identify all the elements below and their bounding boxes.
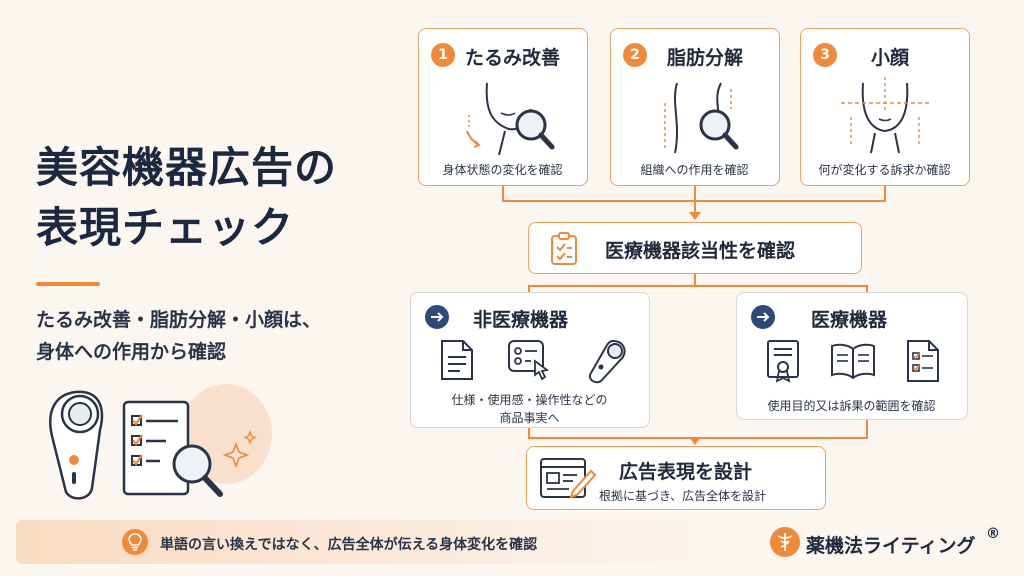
arrow-right-icon (751, 305, 775, 329)
step-number-badge: 3 (813, 43, 837, 67)
step-title: 小顔 (871, 47, 910, 69)
arrow-down-icon (689, 212, 701, 220)
non-medical-title: 非医療機器 (473, 309, 569, 331)
step-card-small-face: 3 小顔 何が変化する訴求か確認 (800, 28, 970, 186)
step-card-fat-breakdown: 2 脂肪分解 組織への作用を確認 (610, 28, 780, 186)
medical-caption: 使用目的又は訴果の範囲を確認 (767, 399, 936, 413)
connector (528, 428, 530, 438)
handheld-device-icon (579, 337, 629, 385)
design-title: 広告表現を設計 (619, 461, 753, 483)
step-title: 脂肪分解 (667, 47, 744, 69)
caduceus-logo-icon (770, 527, 800, 557)
connector (866, 285, 868, 293)
title-line-2: 表現チェック (36, 203, 295, 252)
connector (694, 186, 696, 202)
checklist-document-icon (905, 339, 941, 383)
non-medical-caption-2: 商品事実へ (499, 411, 560, 425)
face-jawline-icon (457, 79, 557, 155)
connector (694, 274, 696, 286)
step-card-sagging: 1 たるみ改善 身体状態の変化を確認 (418, 28, 588, 186)
arrow-down-icon (689, 437, 701, 445)
check-title: 医療機器該当性を確認 (605, 240, 796, 262)
connector (502, 186, 504, 202)
certificate-icon (765, 339, 801, 383)
connector (866, 420, 868, 438)
registered-mark: ® (986, 526, 1000, 542)
browser-pencil-icon (539, 457, 597, 501)
arrow-right-icon (425, 305, 449, 329)
step-caption: 組織への作用を確認 (640, 163, 749, 177)
connector (528, 285, 530, 293)
step-number-badge: 2 (623, 43, 647, 67)
step-title: たるみ改善 (465, 47, 561, 69)
step-caption: 何が変化する訴求か確認 (818, 163, 951, 177)
medical-device-check-card: 医療機器該当性を確認 (528, 222, 862, 274)
ad-design-card: 広告表現を設計 根拠に基づき、広告全体を設計 (526, 446, 826, 510)
open-book-icon (829, 341, 877, 381)
non-medical-caption-1: 仕様・使用感・操作性などの (451, 393, 608, 407)
tip-text: 単語の言い換えではなく、広告全体が伝える身体変化を確認 (160, 537, 538, 553)
connector (884, 186, 886, 202)
step-number-badge: 1 (431, 43, 455, 67)
body-tissue-icon (651, 79, 751, 155)
page-title: 美容機器広告の 表現チェック (36, 138, 337, 258)
lead-text: たるみ改善・脂肪分解・小顔は、 身体への作用から確認 (36, 304, 321, 368)
step-caption: 身体状態の変化を確認 (442, 163, 563, 177)
beauty-device-illustration (36, 380, 266, 510)
connector (694, 200, 696, 214)
title-line-1: 美容機器広告の (36, 143, 338, 192)
lead-line-2: 身体への作用から確認 (36, 341, 227, 363)
non-medical-device-card: 非医療機器 仕様・使用感・操作性などの 商品事実へ (410, 292, 650, 428)
brand-name: 薬機法ライティング (806, 535, 976, 557)
medical-title: 医療機器 (811, 309, 888, 331)
control-panel-touch-icon (507, 339, 551, 383)
spec-document-icon (439, 339, 475, 381)
lead-line-1: たるみ改善・脂肪分解・小顔は、 (36, 309, 322, 331)
connector (528, 285, 868, 287)
title-underline (36, 282, 100, 286)
design-caption: 根拠に基づき、広告全体を設計 (599, 489, 767, 503)
medical-device-card: 医療機器 使用目的又は訴果の範囲を (736, 292, 968, 420)
clipboard-check-icon (549, 232, 581, 266)
lightbulb-icon (122, 529, 148, 555)
face-outline-icon (835, 77, 935, 155)
